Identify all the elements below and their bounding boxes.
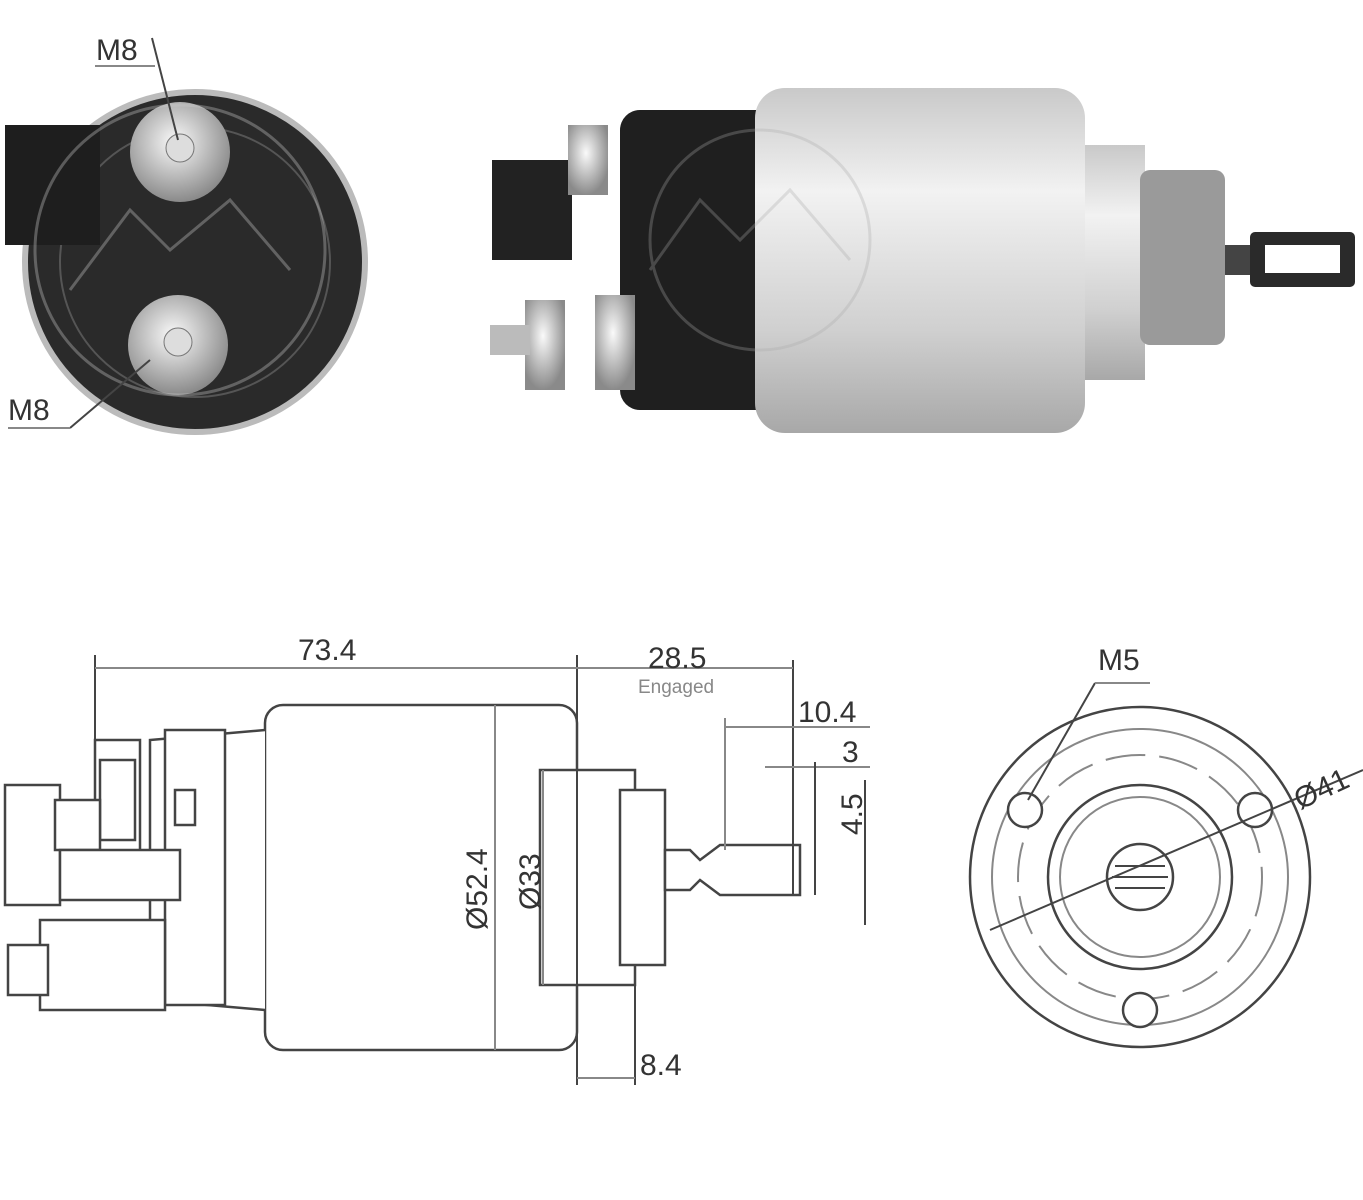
terminal-cap — [620, 110, 780, 410]
dim-body-diameter: Ø52.4 — [461, 848, 494, 930]
dim-boss-diameter: Ø33 — [514, 853, 547, 910]
boss — [1140, 170, 1225, 345]
housing-can — [755, 88, 1085, 433]
dim-eye-length: 10.4 — [798, 696, 856, 729]
connector — [492, 160, 572, 260]
front-flange — [1085, 145, 1145, 380]
top-thread-label: M8 — [96, 34, 138, 67]
dim-overall-length: 73.4 — [298, 634, 356, 667]
end-view-photo: M8 M8 — [5, 34, 368, 435]
plunger-note: Engaged — [638, 677, 714, 698]
mount-thread-label: M5 — [1098, 644, 1140, 677]
mount-hole — [1006, 791, 1044, 829]
bolt-circle-label: Ø41 — [1289, 762, 1354, 816]
terminal-top — [130, 102, 230, 202]
dim-eye-width: 4.5 — [836, 793, 869, 835]
dim-boss-length: 8.4 — [640, 1049, 682, 1082]
watermark-logo — [33, 103, 327, 397]
dim-plunger-travel: 28.5 — [648, 642, 706, 675]
dim-eye-offset: 3 — [842, 736, 859, 769]
mount-hole — [1121, 991, 1159, 1029]
plunger-outline — [663, 843, 802, 897]
end-view-drawing: M5 Ø41 — [968, 644, 1363, 1049]
connector-housing — [5, 125, 100, 245]
side-view-drawing: 73.4 28.5 Engaged 10.4 3 4.5 Ø52.4 Ø33 8… — [3, 634, 870, 1085]
top-nut — [568, 125, 608, 195]
stud — [490, 325, 530, 355]
bottom-thread-label: M8 — [8, 394, 50, 427]
terminal-bottom — [128, 295, 228, 395]
side-view-photo — [490, 88, 1355, 433]
